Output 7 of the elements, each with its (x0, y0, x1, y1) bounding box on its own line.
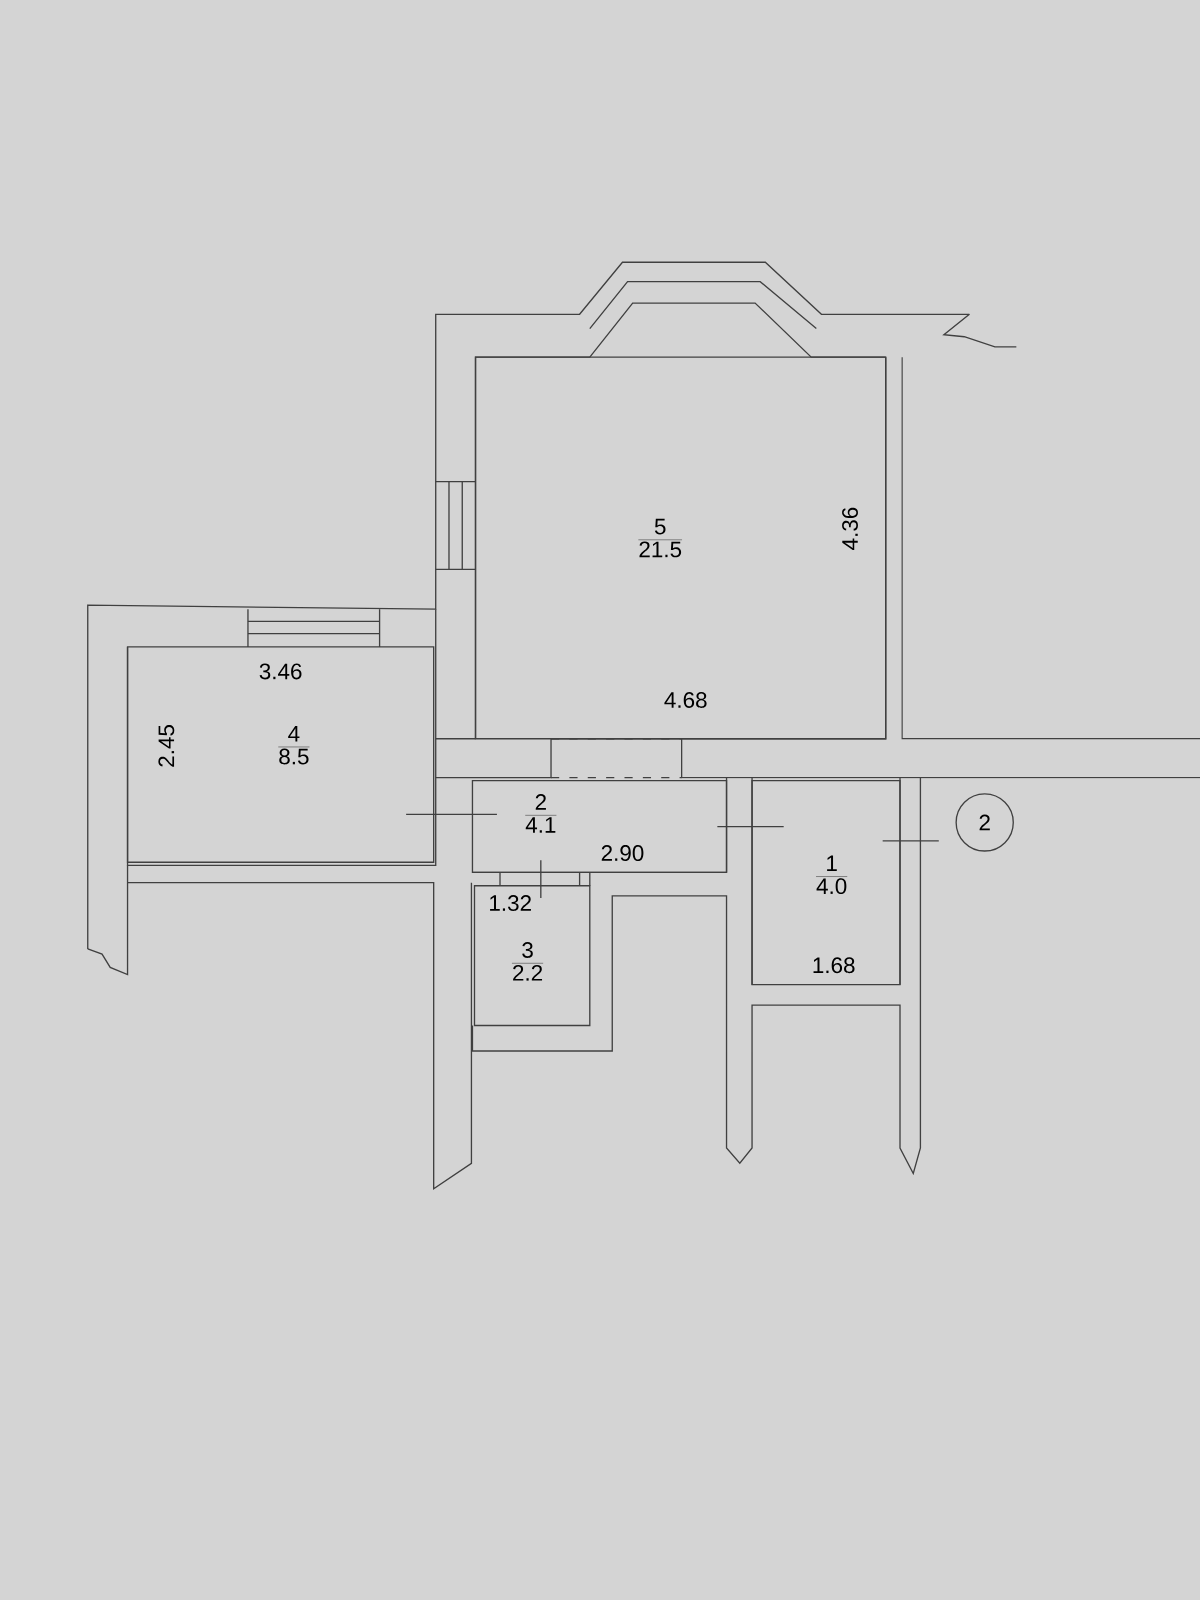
dimension-label: 2.45 (158, 725, 175, 767)
dimension-label: 1.32 (490, 895, 531, 911)
dimension-label: 1.68 (813, 957, 855, 974)
dimension-label: 4.36 (842, 507, 858, 550)
dimension-label: 2.90 (601, 845, 644, 861)
dimension-label: 4.68 (664, 692, 707, 708)
dimension-label: 3.46 (259, 663, 302, 680)
